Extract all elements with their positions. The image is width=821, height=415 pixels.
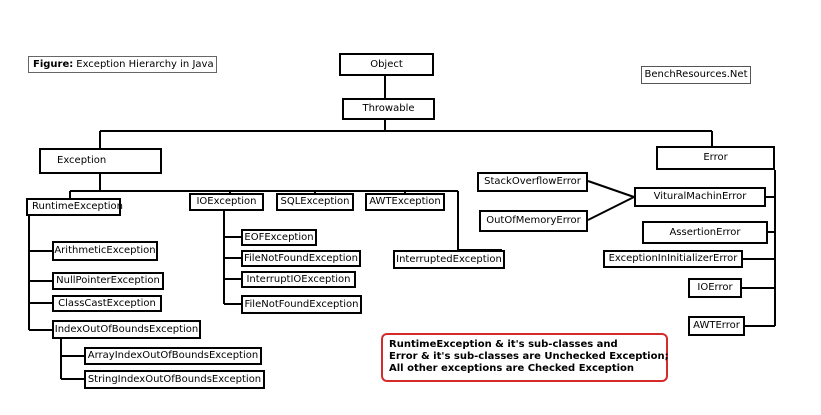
node-io-exception: IOException	[189, 193, 264, 211]
note-line-1: RuntimeException & it's sub-classes and	[389, 339, 618, 350]
node-error: Error	[656, 146, 775, 170]
connector-outofmemory-vm	[587, 196, 635, 221]
note-line-2: Error & it's sub-classes are Unchecked E…	[389, 351, 669, 362]
node-object: Object	[339, 53, 434, 76]
node-sql-exception: SQLException	[276, 193, 354, 211]
node-eof-exception: EOFException	[241, 229, 317, 246]
node-interrupted-exception: InterruptedException	[393, 250, 505, 269]
node-array-index-out-of-bounds-exception: ArrayIndexOutOfBoundsException	[84, 347, 262, 365]
node-arithmetic-exception: ArithmeticException	[52, 241, 158, 261]
connector-stackoverflow-vm	[587, 180, 635, 198]
node-virtual-machine-error: VituralMachinError	[634, 187, 766, 207]
node-file-not-found-exception-2: FileNotFoundException	[241, 295, 362, 314]
node-exception-in-initializer-error: ExceptionInInitializerError	[603, 250, 743, 268]
node-runtime-exception: RuntimeException	[26, 198, 123, 216]
node-out-of-memory-error: OutOfMemoryError	[479, 210, 588, 232]
watermark: BenchResources.Net	[641, 66, 751, 84]
node-class-cast-exception: ClassCastException	[52, 295, 162, 312]
node-exception: Exception	[39, 148, 162, 174]
figure-caption-label: Figure:	[33, 59, 74, 70]
node-null-pointer-exception: NullPointerException	[52, 272, 164, 290]
note-line-3: All other exceptions are Checked Excepti…	[389, 363, 635, 374]
node-index-out-of-bounds-exception: IndexOutOfBoundsException	[52, 320, 201, 339]
checked-unchecked-note: RuntimeException & it's sub-classes and …	[381, 333, 669, 382]
node-stack-overflow-error: StackOverflowError	[477, 172, 588, 192]
node-throwable: Throwable	[342, 98, 435, 120]
node-awt-error: AWTError	[688, 316, 745, 336]
figure-caption-text: Exception Hierarchy in Java	[76, 59, 214, 70]
node-file-not-found-exception: FileNotFoundException	[241, 250, 361, 267]
node-assertion-error: AssertionError	[642, 221, 768, 244]
node-awt-exception: AWTException	[365, 193, 445, 211]
node-io-error: IOError	[688, 278, 742, 298]
node-interrupt-io-exception: InterruptIOException	[241, 271, 356, 288]
figure-caption: Figure: Exception Hierarchy in Java	[28, 56, 217, 73]
node-string-index-out-of-bounds-exception: StringIndexOutOfBoundsException	[84, 370, 265, 389]
